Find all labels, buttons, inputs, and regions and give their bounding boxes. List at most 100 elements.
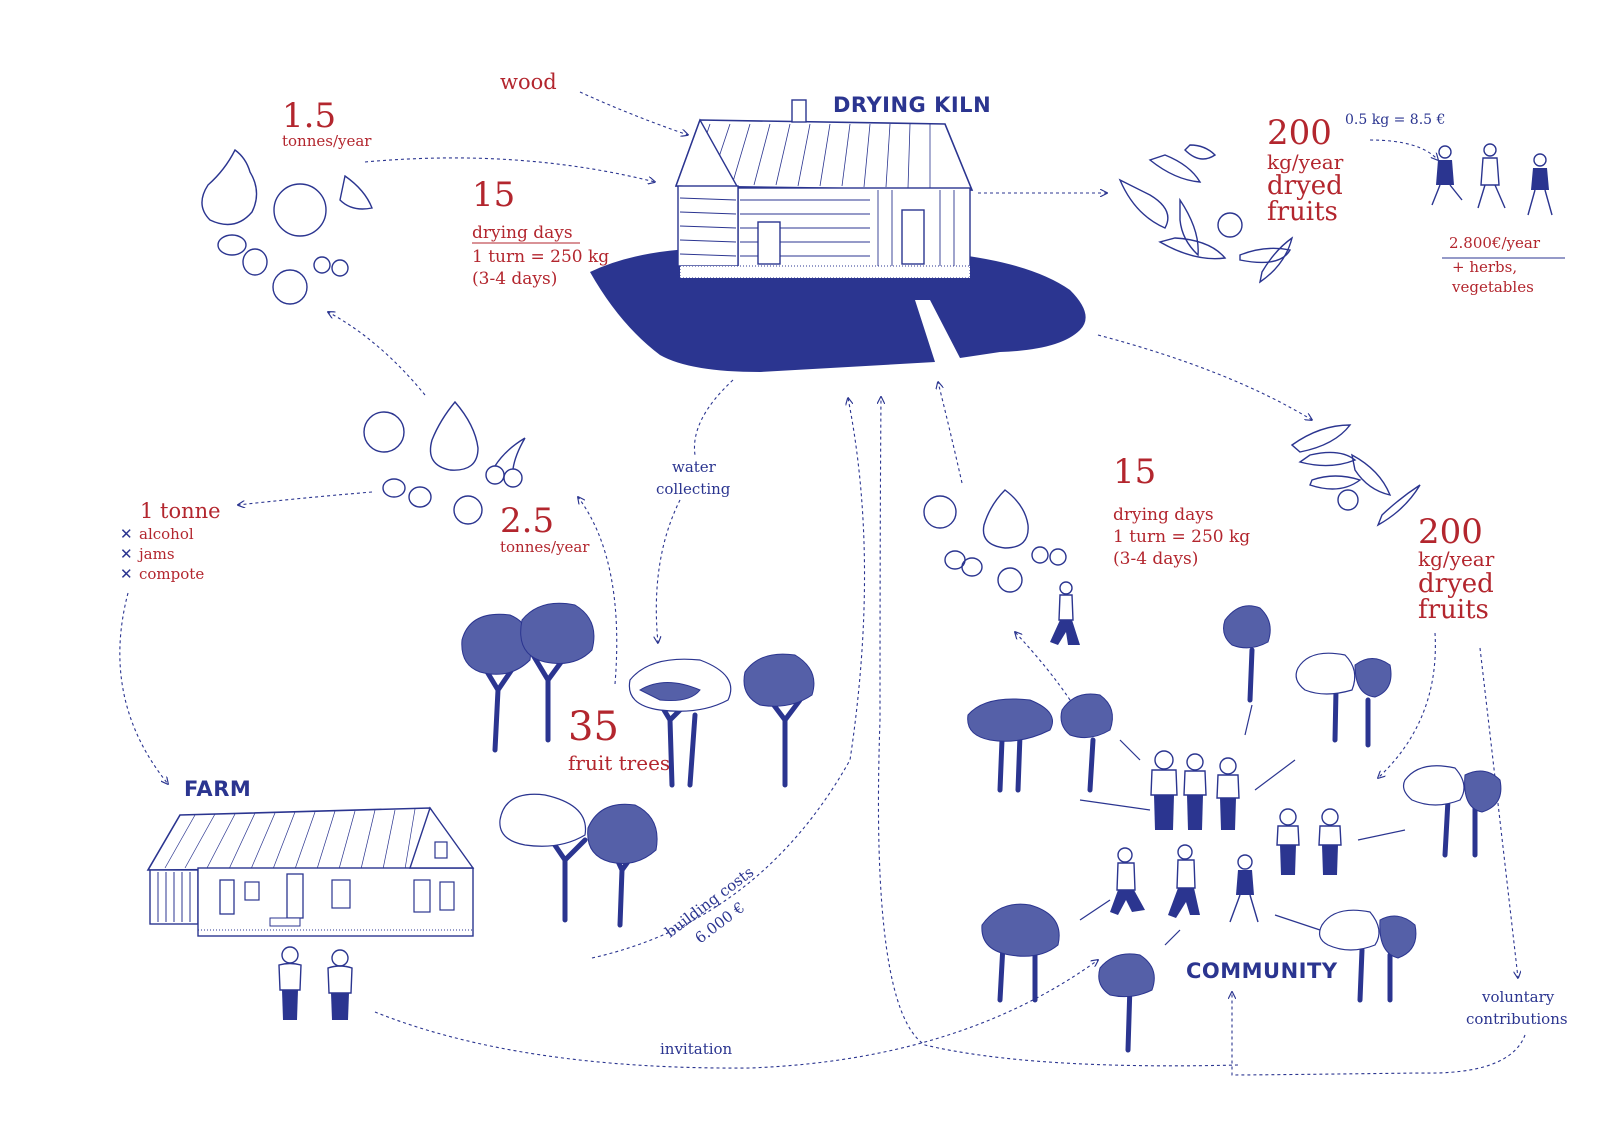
cherry-icon-2 (503, 468, 523, 488)
kiln-turn-label: 1 turn = 250 kg (472, 247, 609, 267)
cherry-icon (313, 256, 331, 274)
barn-planks (157, 872, 191, 922)
kiln-log-lines (679, 190, 955, 266)
kiln-door-left (757, 221, 781, 265)
person-icon-4 (1276, 808, 1300, 875)
contributions-label-2: contributions (1466, 1010, 1568, 1028)
wood-label: wood (500, 70, 557, 94)
farm-window (244, 881, 260, 901)
kiln-door-right (901, 209, 925, 265)
kiln-days-label: drying days (472, 223, 573, 243)
dried-slice-icon (1118, 178, 1169, 229)
dried-slice-icon-6 (1239, 247, 1292, 264)
arrow-dried-to-buyers (1369, 139, 1438, 160)
kiln-foundation (679, 265, 971, 279)
farm-window (434, 841, 448, 859)
output-top-unit: kg/year (1267, 150, 1344, 174)
cherry-stem (494, 437, 526, 470)
community-turn-label: 1 turn = 250 kg (1113, 527, 1250, 547)
arrow-1tonne-to-farm (119, 592, 168, 784)
farm-house-illustration (146, 806, 475, 937)
tree-icon (967, 698, 1053, 793)
output-top-income: 2.800€/year (1449, 234, 1541, 252)
farm-window (413, 879, 431, 913)
cross-icon: ✕ (120, 566, 133, 583)
community-connection-lines (1079, 704, 1406, 946)
walking-person-icon-3 (1168, 844, 1200, 918)
walking-person-icon (1050, 581, 1080, 645)
walking-person-icon-3 (1527, 153, 1553, 216)
farm-roof-lines (164, 808, 416, 870)
output-top-price: 0.5 kg = 8.5 € (1345, 112, 1445, 128)
kiln-ground (590, 248, 1086, 372)
person-icon-5 (1318, 808, 1342, 875)
arrow-community-fruit-to-kiln (938, 382, 963, 484)
community-title: COMMUNITY (1186, 959, 1338, 983)
apricot-icon (997, 567, 1023, 593)
kiln-chimney (791, 99, 807, 123)
cherry-icon (485, 465, 505, 485)
output-top-extra-1: + herbs, (1452, 258, 1517, 276)
tree-icon (628, 658, 732, 788)
dried-slice-icon-3 (1184, 144, 1217, 160)
dried-slice-icon-2 (1148, 154, 1202, 183)
arrow-person-to-fruit (1015, 632, 1071, 701)
arrow-wood-to-kiln (579, 91, 688, 135)
drying-kiln-illustration (590, 99, 1086, 372)
dried-slice-icon (1290, 424, 1352, 453)
kiln-days-value: 15 (472, 175, 515, 215)
community-fruit-cluster (923, 489, 1067, 593)
apple-half-icon (273, 183, 327, 237)
fruit-cluster-top-left (201, 148, 373, 305)
dried-fruits-right (1290, 424, 1421, 527)
cherry-icon-2 (331, 259, 349, 277)
tree-icon (1402, 765, 1502, 858)
pear-slice-icon (339, 174, 373, 210)
farm-step (269, 917, 301, 927)
tree-icon (520, 602, 595, 743)
person-icon-3 (1216, 757, 1240, 830)
farm-fruits-value: 2.5 (500, 501, 554, 541)
walking-person-icon-2 (1477, 143, 1506, 209)
tree-icon (1223, 605, 1271, 703)
kiln-title: DRYING KILN (833, 93, 991, 117)
water-label-2: collecting (656, 480, 731, 498)
arrow-to-1tonne (238, 491, 373, 505)
other-use-list: ✕ alcohol ✕ jams ✕ compote (120, 525, 204, 583)
plum-icon-2 (961, 557, 983, 577)
dried-slice-icon-5 (1376, 484, 1421, 527)
dried-fruits-top (1118, 144, 1294, 284)
farm-window (439, 881, 455, 911)
tree-icon (1318, 909, 1417, 1003)
dried-slice-icon-3 (1309, 475, 1362, 490)
buyers-group (1431, 143, 1553, 216)
arrow-fruit-to-kiln (364, 157, 655, 182)
walking-person-icon (1431, 145, 1463, 206)
person-icon-2 (327, 949, 353, 1020)
kiln-turn-days: (3-4 days) (472, 269, 557, 289)
cherry-icon-2 (1049, 548, 1067, 566)
apple-icon (923, 495, 957, 529)
arrow-water (656, 379, 734, 643)
tree-icon (461, 613, 532, 753)
output-top-value: 200 (1267, 113, 1332, 153)
dried-ring-icon (1217, 212, 1243, 238)
person-icon-2 (1183, 753, 1207, 830)
water-label-1: water (672, 458, 717, 476)
plum-half-icon-2 (242, 248, 268, 276)
tree-icon (1098, 953, 1155, 1053)
cross-icon: ✕ (120, 526, 133, 543)
fruit-cluster-middle-left (363, 400, 526, 525)
output-right-product-1: dryed (1418, 569, 1494, 599)
farm-fruits-unit: tonnes/year (500, 538, 590, 556)
tree-icon (587, 803, 658, 928)
farm-window (331, 879, 351, 909)
farm-door (286, 873, 304, 919)
walking-person-icon-4 (1229, 854, 1259, 923)
apricot-half-icon (272, 269, 308, 305)
arrow-contributions (1479, 647, 1518, 978)
pear-icon (982, 489, 1029, 549)
plum-half-icon (217, 234, 247, 256)
plum-icon-2 (408, 486, 432, 508)
person-icon (278, 946, 302, 1020)
